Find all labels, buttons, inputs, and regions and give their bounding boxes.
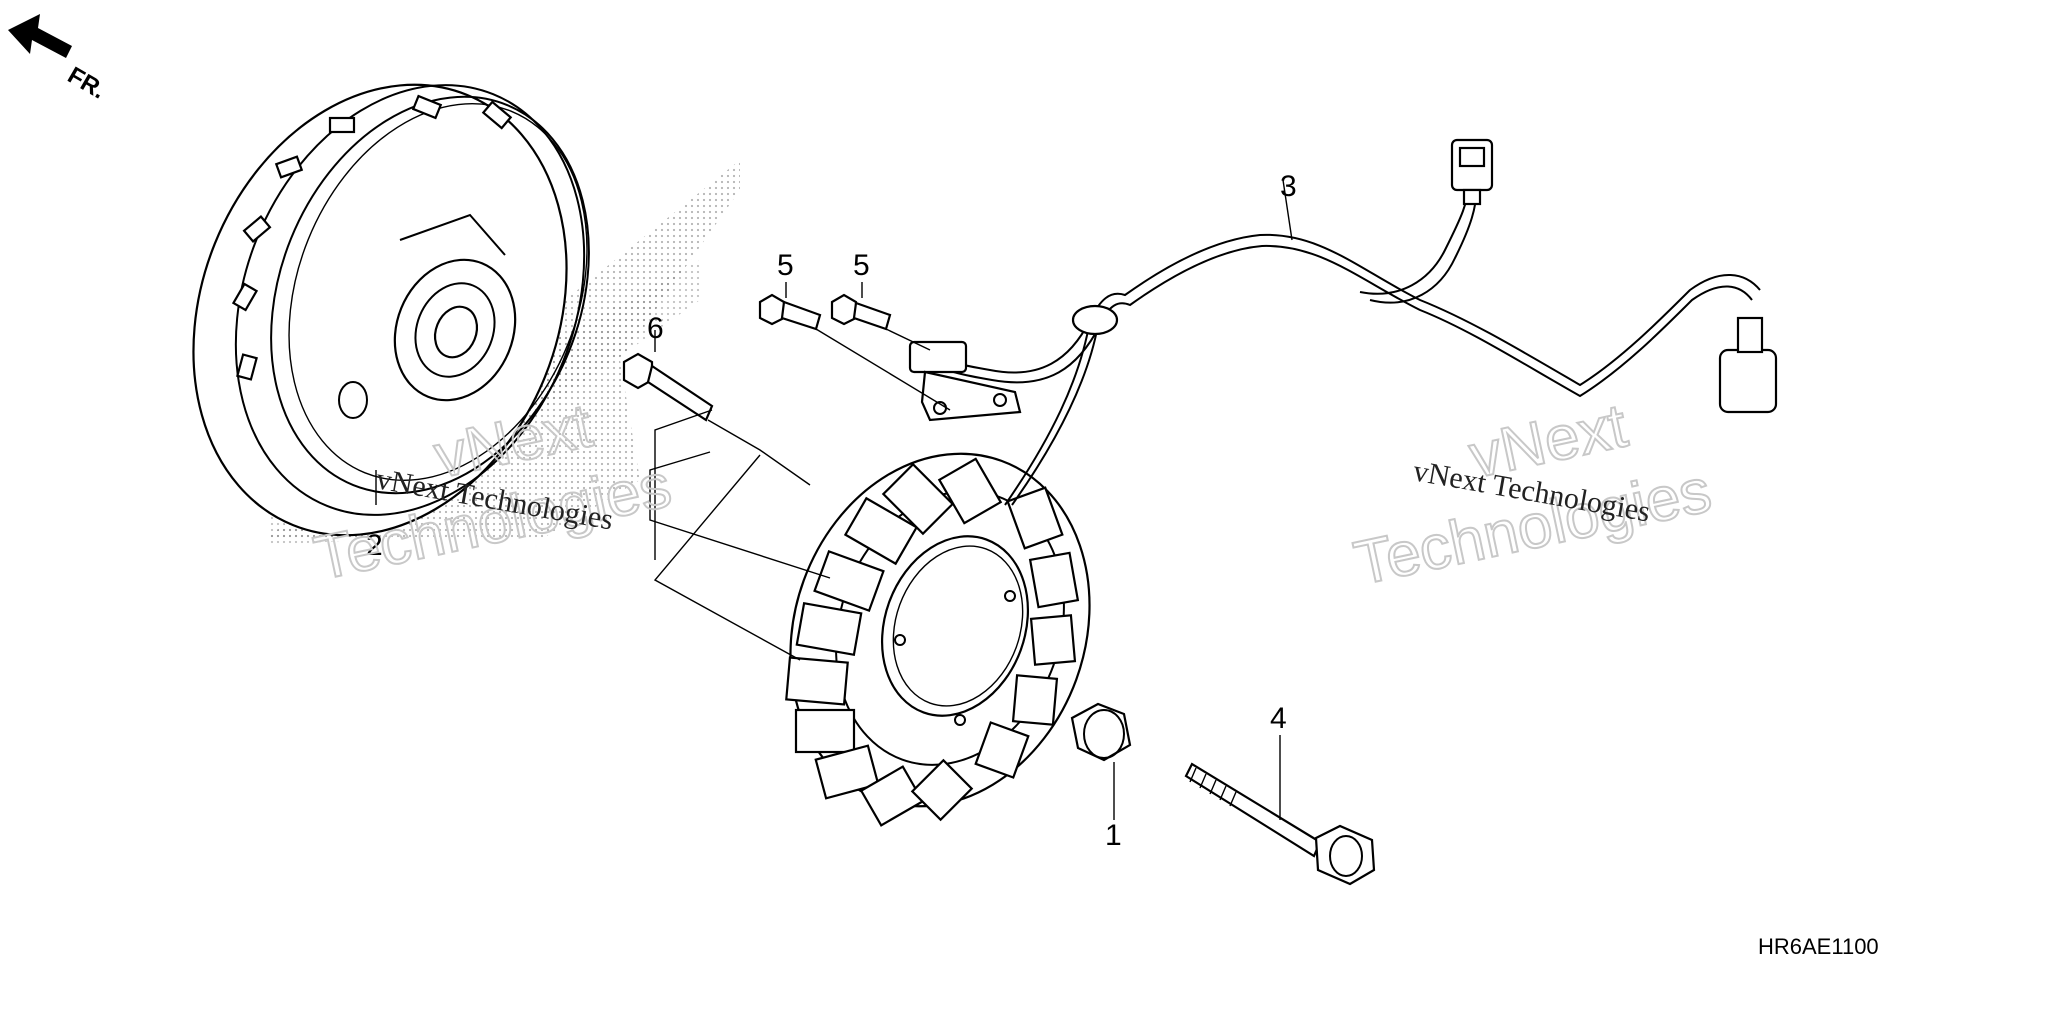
- harness-connector-right: [1718, 316, 1778, 414]
- callout-2: 2: [366, 529, 383, 562]
- part-code: HR6AE1100: [1758, 934, 1879, 959]
- front-direction-arrow-icon: [8, 14, 72, 58]
- bolt-5a: [758, 293, 822, 331]
- harness-connector-top: [1450, 138, 1494, 206]
- callout-6: 6: [647, 312, 664, 345]
- wire-harness: [924, 179, 1761, 506]
- bolt-4: [1184, 762, 1376, 886]
- callout-1: 1: [1105, 819, 1122, 852]
- callout-5a: 5: [777, 249, 794, 282]
- nut-1: [1070, 702, 1132, 762]
- bolt-5b: [830, 293, 892, 331]
- callout-4: 4: [1270, 702, 1287, 735]
- flywheel-rotor: [192, 83, 590, 537]
- watermark-right: vNext Technologies vNext Technologies: [1348, 390, 1718, 599]
- bolt-6: [622, 352, 714, 422]
- stator-coil: [785, 452, 1091, 827]
- callout-3: 3: [1280, 170, 1297, 203]
- leader-lines: [375, 179, 1293, 820]
- callout-5b: 5: [853, 249, 870, 282]
- front-direction-label: FR.: [63, 62, 110, 105]
